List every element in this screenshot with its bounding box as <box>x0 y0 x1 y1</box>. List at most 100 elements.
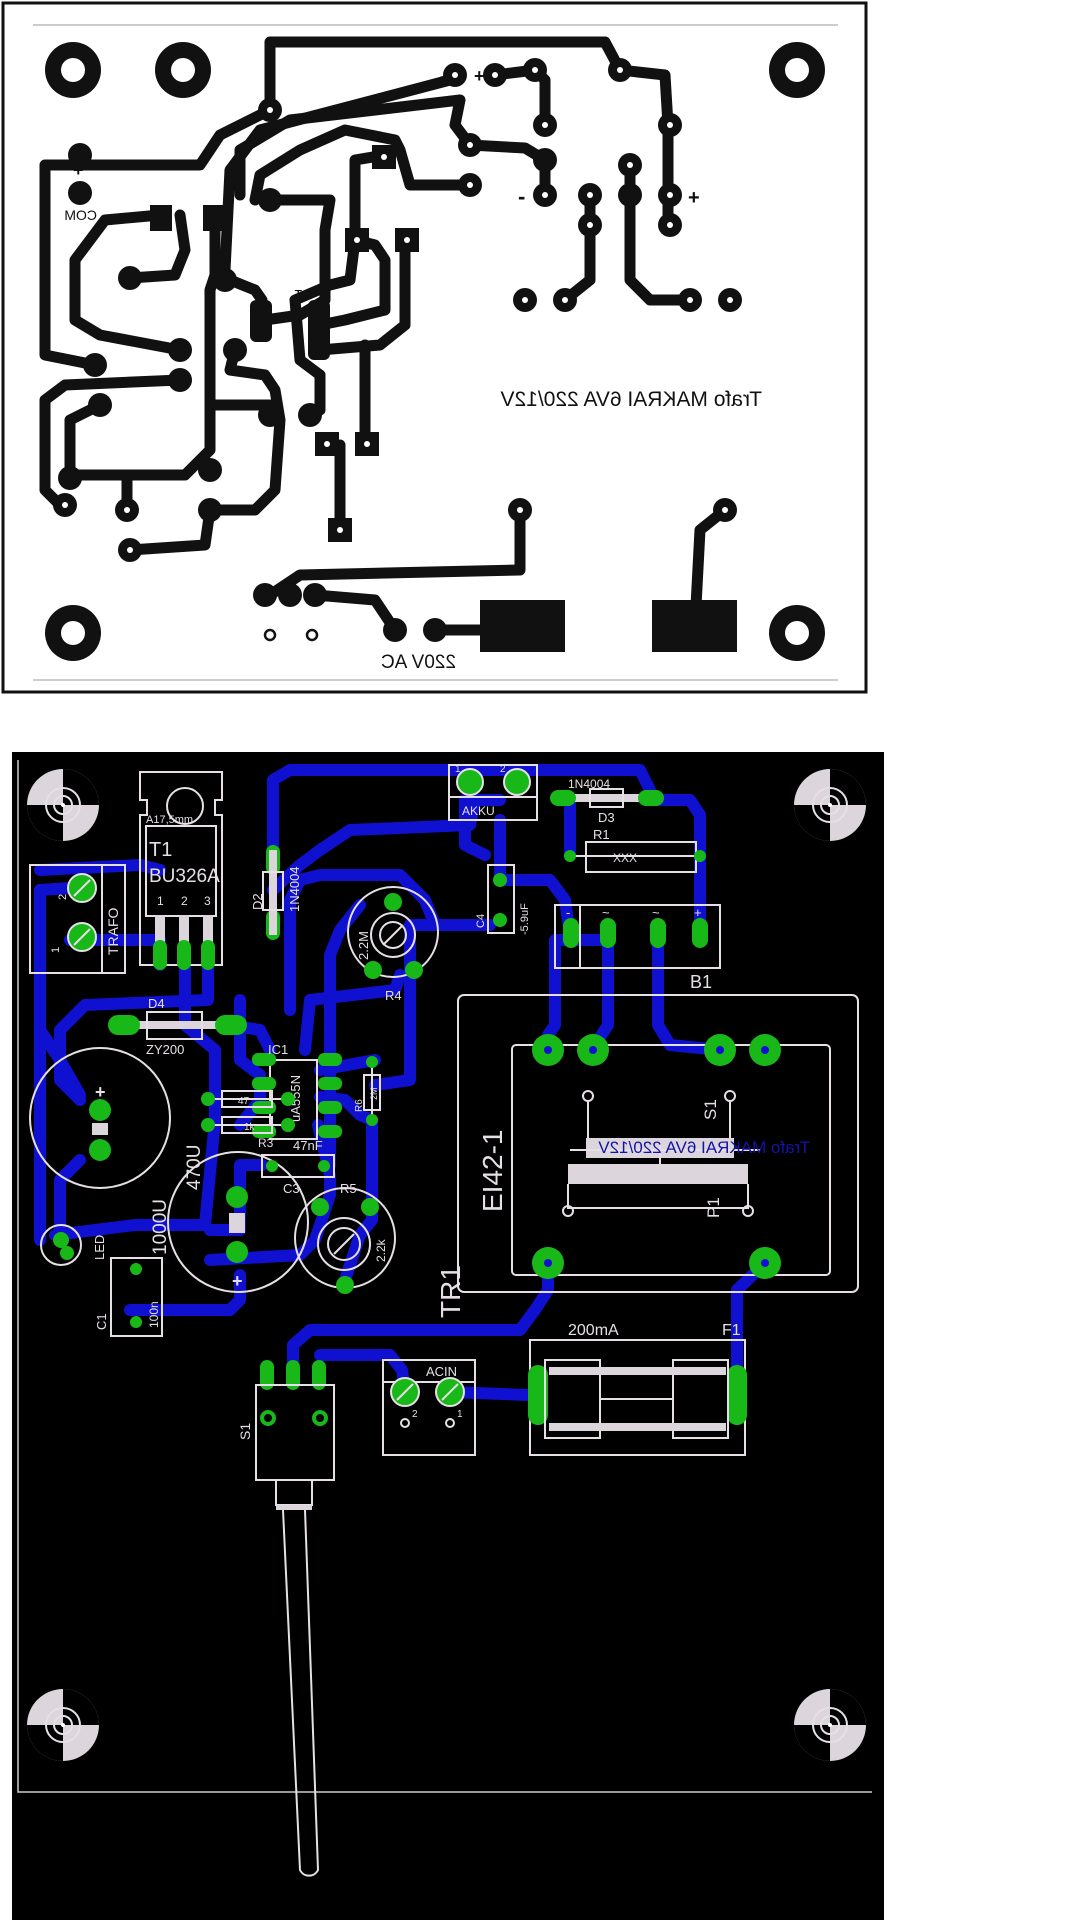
potentiometer-r5: R5 2.2k <box>294 1181 396 1294</box>
d4-value: ZY200 <box>146 1042 184 1057</box>
d3-ref: D3 <box>598 810 615 825</box>
led-label: LED <box>92 1235 107 1260</box>
pin-label: 1 <box>157 894 164 908</box>
trafo-label: TRAFO <box>105 907 121 955</box>
potentiometer-r4: 2.2M R4 <box>347 886 439 1003</box>
f1-value: 200mA <box>568 1322 619 1339</box>
r4-ref: R4 <box>385 988 402 1003</box>
resistor-r6: R6 2M <box>354 1056 381 1126</box>
resistor-r1: R1 XXX <box>564 827 706 873</box>
copper-labels: Trafo MAKRAI 6VA 220/12V 220V AC COM + -… <box>64 66 762 673</box>
s1-ref: S1 <box>237 1423 253 1440</box>
pin-label: ~ <box>652 905 660 920</box>
capacitor-1000u: + 1000U <box>150 1151 309 1293</box>
c1-value: 100n <box>147 1301 161 1328</box>
pin-label: 3 <box>204 894 211 908</box>
c4-value: -5.9uF <box>519 903 531 935</box>
d2-ref: D2 <box>250 893 265 910</box>
mounting-holes <box>45 42 825 661</box>
r5-ref: R5 <box>340 1181 357 1196</box>
ic1-ref: IC1 <box>268 1042 288 1057</box>
copper-layout-board: Trafo MAKRAI 6VA 220/12V 220V AC COM + -… <box>1 1 868 694</box>
c1-ref: C1 <box>94 1313 109 1330</box>
bridge-rectifier-b1: - ~ ~ + B1 <box>554 904 721 992</box>
pin-label: ~ <box>602 905 610 920</box>
r1-value: XXX <box>613 851 637 865</box>
r2-value: 47 <box>238 1096 250 1107</box>
resistor-r2: 47 <box>201 1090 295 1108</box>
minus-label: - <box>518 184 525 209</box>
secondary-label: S1 <box>701 1099 720 1120</box>
r4-value: 2.2M <box>356 931 371 960</box>
capacitor-c3: 47nF C3 <box>261 1138 335 1196</box>
plus-label: + <box>474 66 485 86</box>
pin-label: 2 <box>181 894 188 908</box>
mounting-hole-icon <box>27 1689 99 1761</box>
diode-d3: 1N4004 D3 <box>550 777 664 825</box>
copper-pads <box>53 58 742 652</box>
board-outline <box>17 760 872 1793</box>
trafo-connector: TRAFO 1 2 <box>29 864 126 974</box>
pin-label: + <box>694 905 702 920</box>
ghost-board-title: Trafo MAKRAI 6VA 220/12V <box>598 1138 810 1157</box>
c3-ref: C3 <box>283 1181 300 1196</box>
tr1-ref: TR1 <box>435 1265 466 1318</box>
minus-label: - <box>440 66 446 86</box>
com-label-mirrored: COM <box>64 207 97 223</box>
b1-ref: B1 <box>690 972 712 992</box>
r3-ref: R3 <box>258 1136 274 1150</box>
ac-label-mirrored: 220V AC <box>381 652 456 673</box>
d2-value: 1N4004 <box>287 866 302 912</box>
plus-label: + <box>73 160 84 180</box>
r3-value: 1k <box>244 1122 256 1133</box>
plus-label: + <box>95 1082 106 1102</box>
pin-label: 1 <box>50 947 62 953</box>
d4-ref: D4 <box>148 996 165 1011</box>
acin-label: ACIN <box>426 1364 457 1379</box>
t1-ref: T1 <box>149 839 172 861</box>
led: LED <box>40 1224 107 1266</box>
r5-value: 2.2k <box>374 1238 388 1262</box>
pin-label: 1 <box>455 764 461 775</box>
akku-label: AKKU <box>462 804 495 818</box>
r1-ref: R1 <box>593 827 610 842</box>
acin-connector: ACIN 2 1 <box>382 1359 476 1456</box>
akku-connector: AKKU 1 2 <box>448 764 538 821</box>
pin-label: - <box>566 905 570 920</box>
board-title-mirrored: Trafo MAKRAI 6VA 220/12V <box>501 388 762 411</box>
capacitor-c1: C1 100n <box>94 1257 163 1337</box>
pin-label: 2 <box>500 764 506 775</box>
pin-label: 2 <box>412 1409 418 1420</box>
transistor-t1: A17,5mm T1 BU326A 1 2 3 <box>139 771 223 970</box>
r6-ref: R6 <box>354 1099 365 1112</box>
ic1-value: uA555N <box>288 1075 303 1122</box>
fuse-f1: 200mA F1 <box>528 1322 747 1456</box>
heatsink-label: A17,5mm <box>146 814 193 826</box>
pin-label: 1 <box>457 1409 463 1420</box>
d3-value: 1N4004 <box>568 777 610 791</box>
cap-1000-value: 1000U <box>150 1199 171 1255</box>
ic1-555: IC1 uA555N <box>252 1042 342 1140</box>
diode-d2: D2 1N4004 <box>250 845 302 940</box>
tr1-value: EI42-1 <box>477 1130 508 1213</box>
c4-ref: C4 <box>475 914 487 928</box>
c3-value: 47nF <box>293 1138 323 1153</box>
r6-value: 2M <box>369 1087 379 1100</box>
plus-label: + <box>688 187 700 209</box>
capacitor-c4: C4 -5.9uF <box>475 864 531 935</box>
component-layout-board: A17,5mm T1 BU326A 1 2 3 TRAFO 1 2 D2 1N4… <box>12 752 884 1920</box>
zener-d4: D4 ZY200 <box>108 996 247 1057</box>
primary-label: P1 <box>704 1197 723 1218</box>
pin-label: 2 <box>57 894 69 900</box>
t1-value: BU326A <box>149 866 220 887</box>
plus-label: + <box>232 1271 243 1291</box>
f1-ref: F1 <box>722 1322 741 1339</box>
resistor-r3: 1k R3 <box>201 1116 295 1150</box>
mounting-holes <box>27 769 866 1761</box>
mounting-hole-icon <box>27 769 99 841</box>
mounting-hole-icon <box>794 769 866 841</box>
transformer-tr1: Trafo MAKRAI 6VA 220/12V S1 P1 EI42-1 TR… <box>435 994 859 1318</box>
switch-s1: S1 <box>237 1360 335 1877</box>
mounting-hole-icon <box>794 1689 866 1761</box>
